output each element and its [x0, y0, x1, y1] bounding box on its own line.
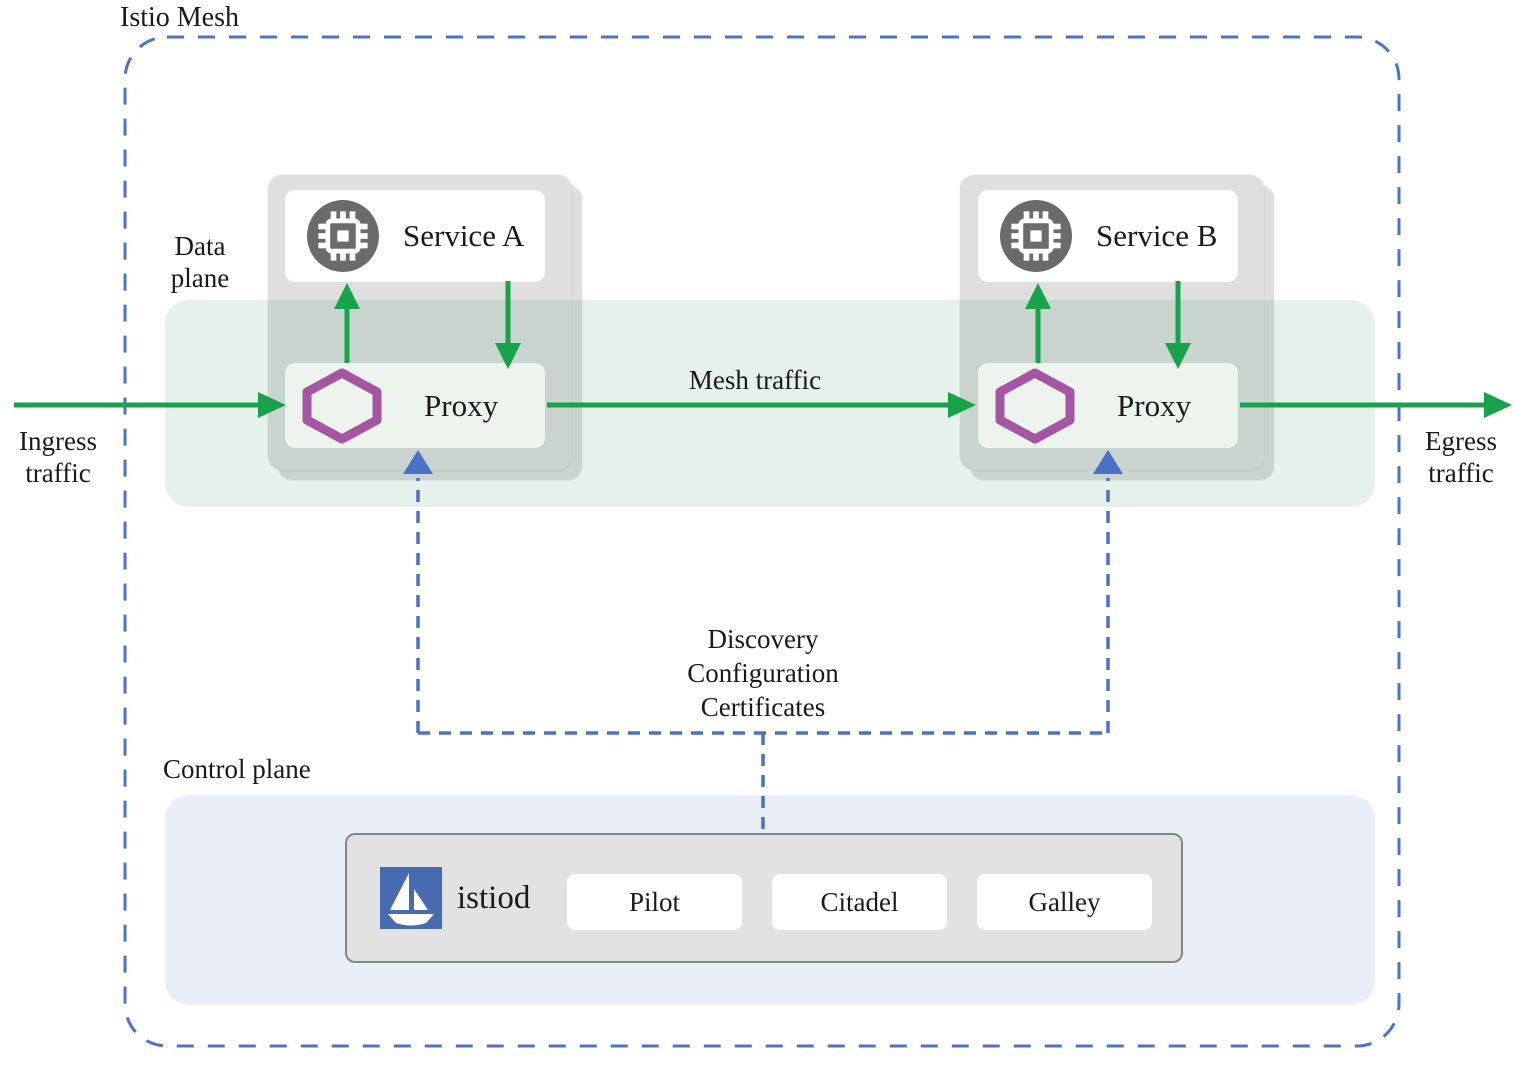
microchip-icon	[1000, 200, 1072, 272]
proxy-a-label: Proxy	[424, 387, 499, 423]
microchip-icon	[307, 200, 379, 272]
envoy-proxy-hexagon-icon	[300, 368, 384, 444]
istiod-box: istiod Pilot Citadel Galley	[345, 833, 1183, 963]
proxy-b-label: Proxy	[1117, 387, 1192, 423]
mesh-title: Istio Mesh	[120, 2, 239, 33]
configuration-line: Configuration	[687, 658, 839, 688]
mesh-traffic-label: Mesh traffic	[688, 365, 822, 395]
citadel-box: Citadel	[772, 874, 947, 930]
envoy-proxy-hexagon-icon	[993, 368, 1077, 444]
service-a-proxy-box: Proxy	[285, 363, 545, 448]
service-b-proxy-box: Proxy	[978, 363, 1238, 448]
data-plane-label: Data plane	[170, 231, 230, 293]
egress-traffic-label: Egress traffic	[1425, 426, 1497, 488]
control-plane-label: Control plane	[163, 754, 311, 784]
service-b-card: Service B	[978, 190, 1238, 282]
istiod-label: istiod	[457, 879, 531, 916]
control-flow-label: Discovery Configuration Certificates	[613, 622, 913, 724]
ingress-traffic-label: Ingress traffic	[19, 426, 97, 488]
service-a-card: Service A	[285, 190, 545, 282]
istio-sailboat-icon	[380, 867, 442, 929]
certificates-line: Certificates	[700, 692, 826, 722]
service-b-label: Service B	[1096, 218, 1218, 253]
service-a-label: Service A	[403, 218, 525, 253]
discovery-line: Discovery	[707, 624, 819, 654]
pilot-box: Pilot	[567, 874, 742, 930]
galley-box: Galley	[977, 874, 1152, 930]
